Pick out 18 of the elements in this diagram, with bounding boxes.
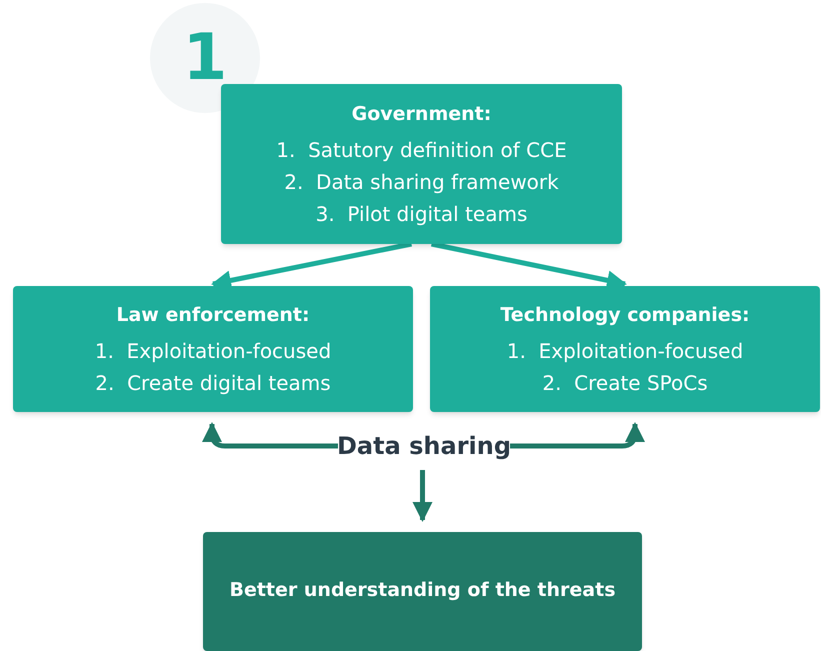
list-item: 1. Exploitation-focused — [94, 338, 332, 365]
arrow — [202, 422, 338, 448]
process-box — [430, 286, 820, 412]
box-heading: Technology companies: — [500, 303, 750, 328]
list-item: 2. Create digital teams — [95, 370, 331, 397]
list-item: 1. Exploitation-focused — [506, 338, 744, 365]
box-heading: Government: — [352, 102, 492, 127]
box-heading: Law enforcement: — [116, 303, 310, 328]
list-item: 2. Data sharing framework — [284, 169, 559, 196]
list-item: 2. Create SPoCs — [542, 370, 708, 397]
arrow — [412, 470, 432, 522]
arrow — [510, 422, 645, 448]
list-item: 1. Satutory definition of CCE — [276, 137, 567, 164]
process-box — [203, 532, 642, 651]
list-item: 3. Pilot digital teams — [316, 201, 528, 228]
process-box — [221, 84, 622, 244]
box-heading: Better understanding of the threats — [229, 578, 616, 602]
process-box — [13, 286, 413, 412]
